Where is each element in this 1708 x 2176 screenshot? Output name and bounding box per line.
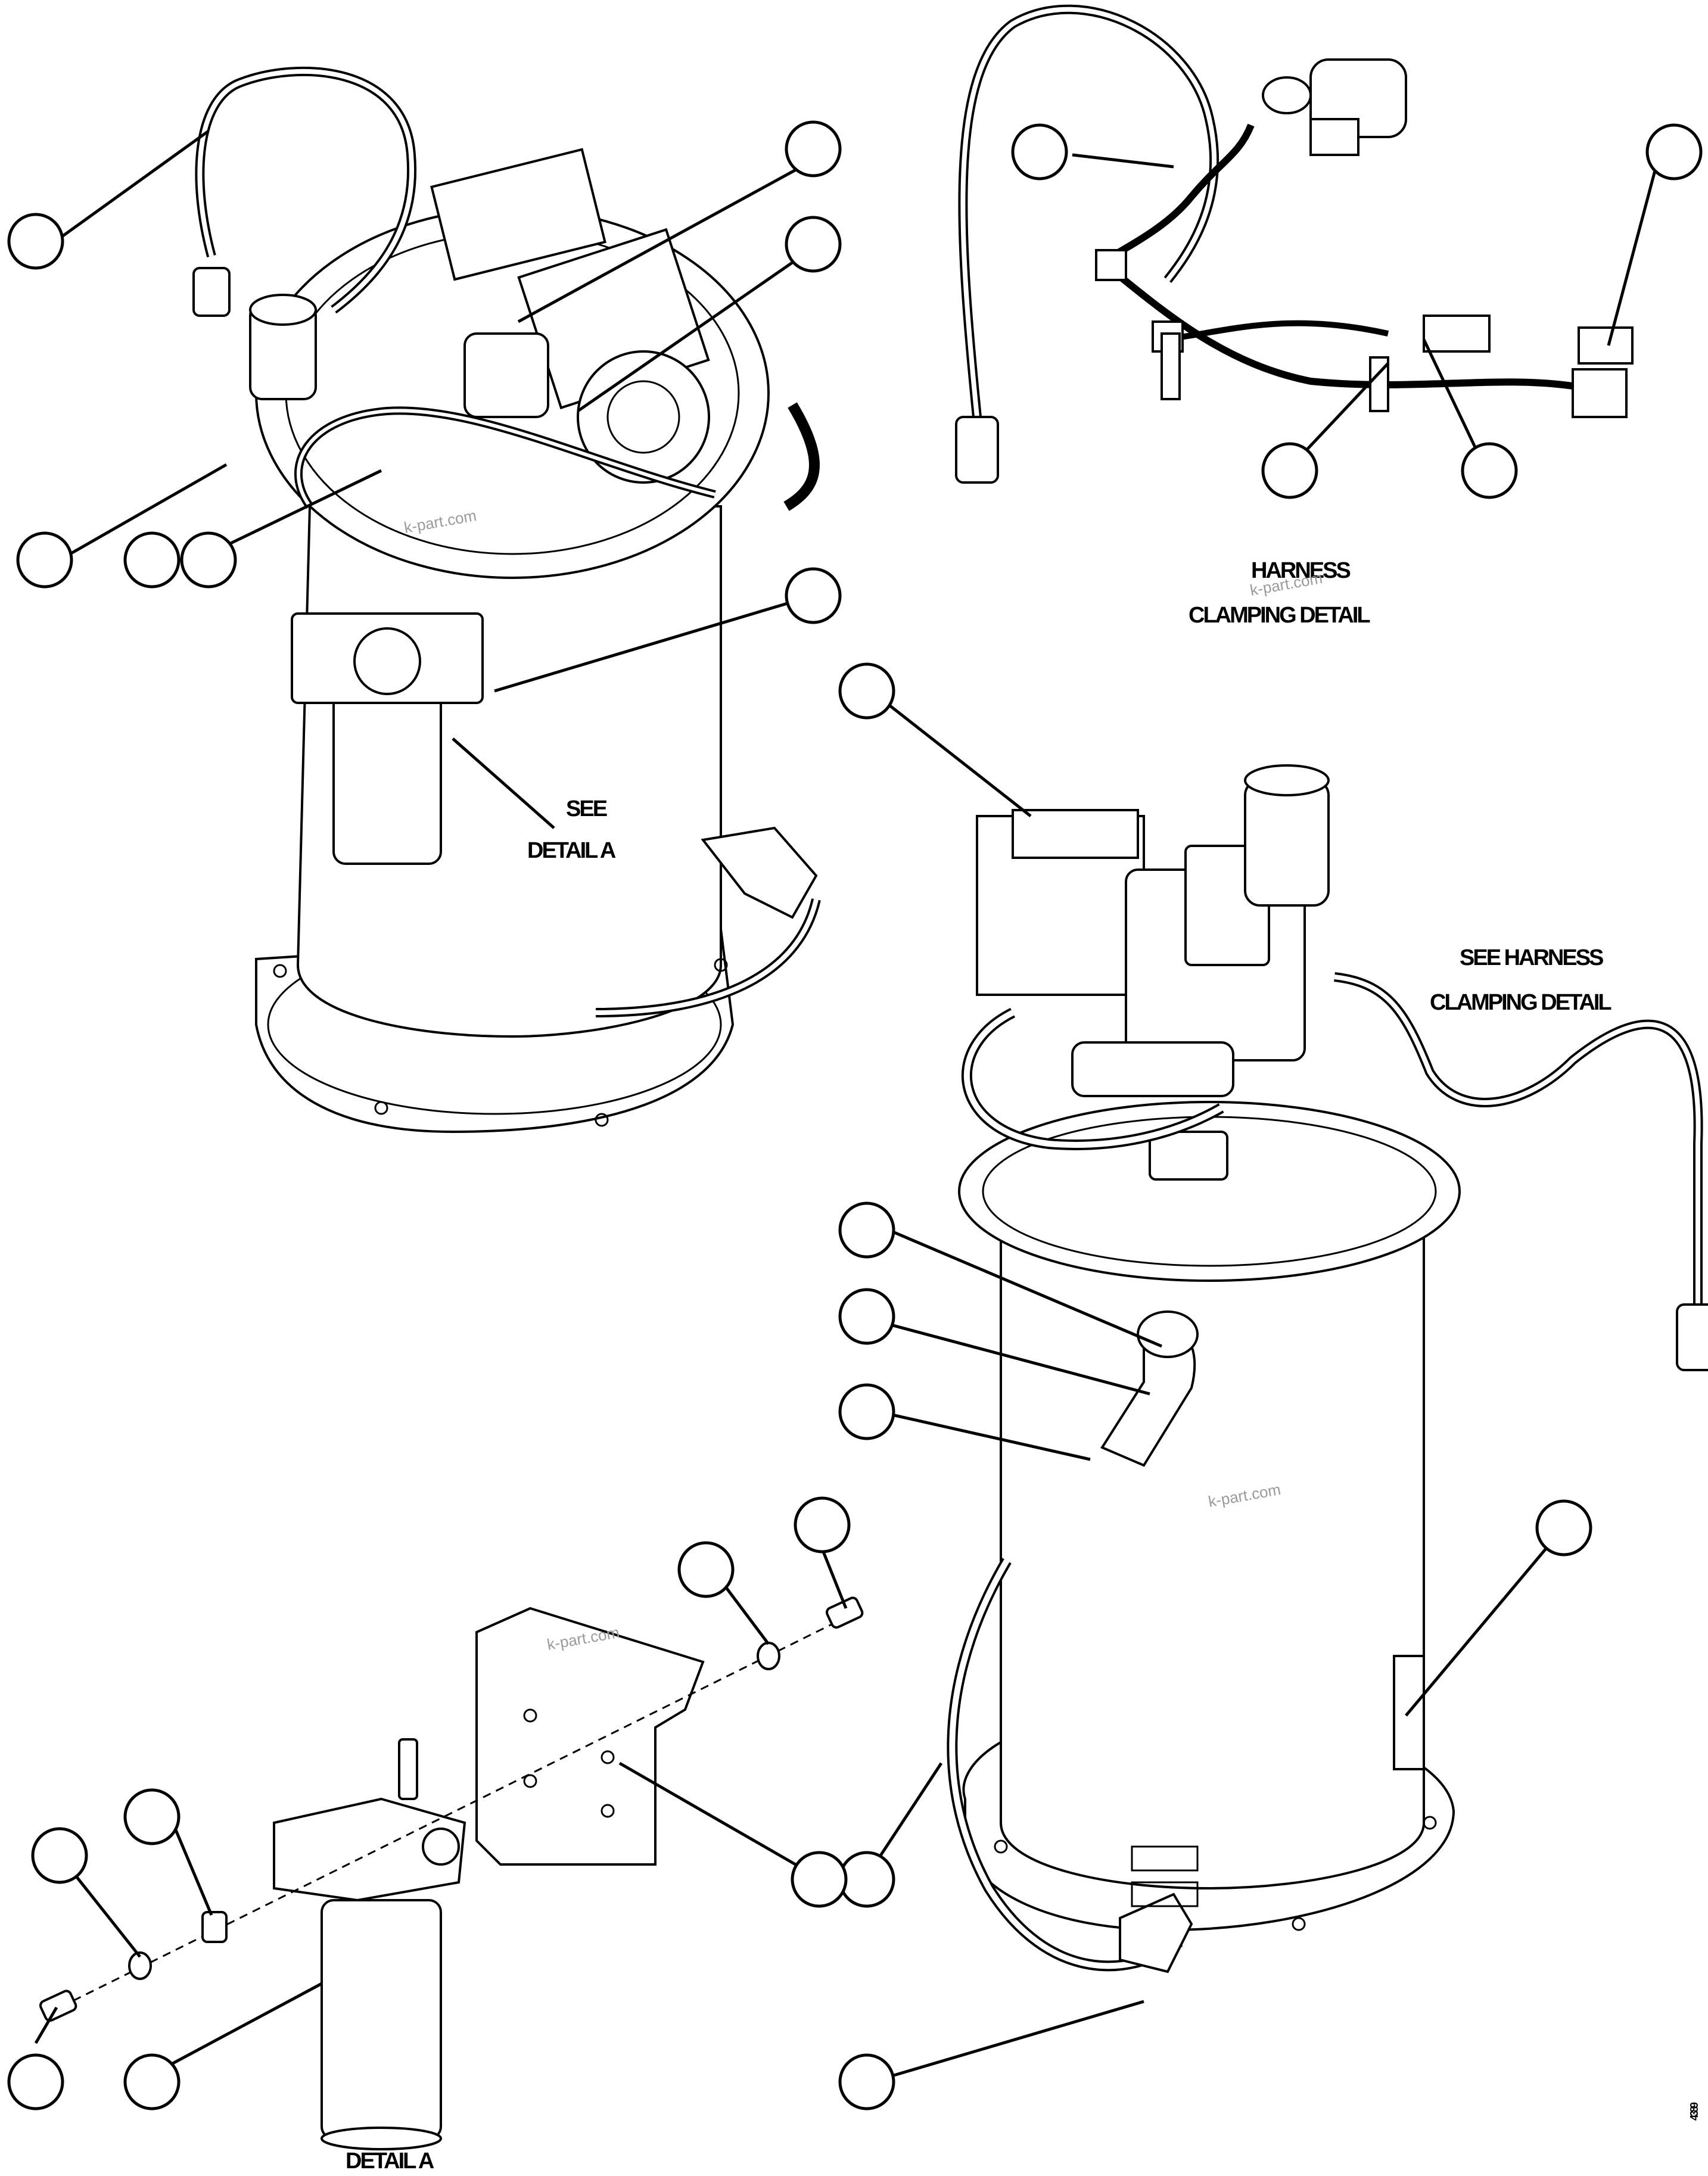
callouts	[7, 120, 1703, 2110]
callout-circle	[785, 120, 842, 178]
callout-circle	[838, 1851, 895, 1908]
detail-a-assembly	[39, 1596, 864, 2150]
callout-circle	[838, 2053, 895, 2110]
callout-circle	[16, 531, 73, 589]
see-detail-a-line2: DETAIL A	[527, 838, 616, 863]
see-harness-clamping-line2: CLAMPING DETAIL	[1430, 990, 1611, 1015]
callout-circle	[31, 1827, 88, 1884]
see-detail-a-line1: SEE	[566, 796, 607, 821]
text-labels: SEE DETAIL A HARNESS CLAMPING DETAIL SEE…	[346, 558, 1700, 2174]
callout-circle	[838, 1383, 895, 1440]
detail-a-caption: DETAIL A	[346, 2149, 434, 2174]
callout-circle	[123, 1788, 181, 1845]
callout-circle	[1535, 1499, 1592, 1556]
tank-assembly-top-left	[192, 67, 821, 1134]
callout-circle	[838, 1288, 895, 1345]
callout-circle	[1261, 442, 1318, 499]
harness-clamping-title-line2: CLAMPING DETAIL	[1189, 603, 1370, 628]
callout-circle	[1461, 442, 1518, 499]
callout-circle	[838, 1201, 895, 1259]
callout-circle	[7, 213, 64, 270]
callout-circle	[180, 531, 237, 589]
callout-circle	[785, 216, 842, 273]
harness-clamping-title-line1: HARNESS	[1251, 558, 1350, 583]
harness-clamping-detail	[955, 4, 1634, 484]
callout-circle	[123, 531, 181, 589]
drawing-number: 4389	[1688, 2102, 1700, 2121]
callout-circle	[785, 567, 842, 624]
callout-circle	[791, 1851, 848, 1908]
callout-circle	[838, 662, 895, 720]
callout-circle	[7, 2053, 64, 2110]
callout-circle	[677, 1541, 735, 1598]
callout-circle	[1645, 123, 1703, 180]
callout-leaders	[34, 129, 1661, 2081]
callout-circle	[1011, 123, 1068, 180]
see-harness-clamping-line1: SEE HARNESS	[1460, 945, 1603, 970]
callout-circle	[794, 1496, 851, 1554]
callout-circle	[123, 2053, 181, 2110]
